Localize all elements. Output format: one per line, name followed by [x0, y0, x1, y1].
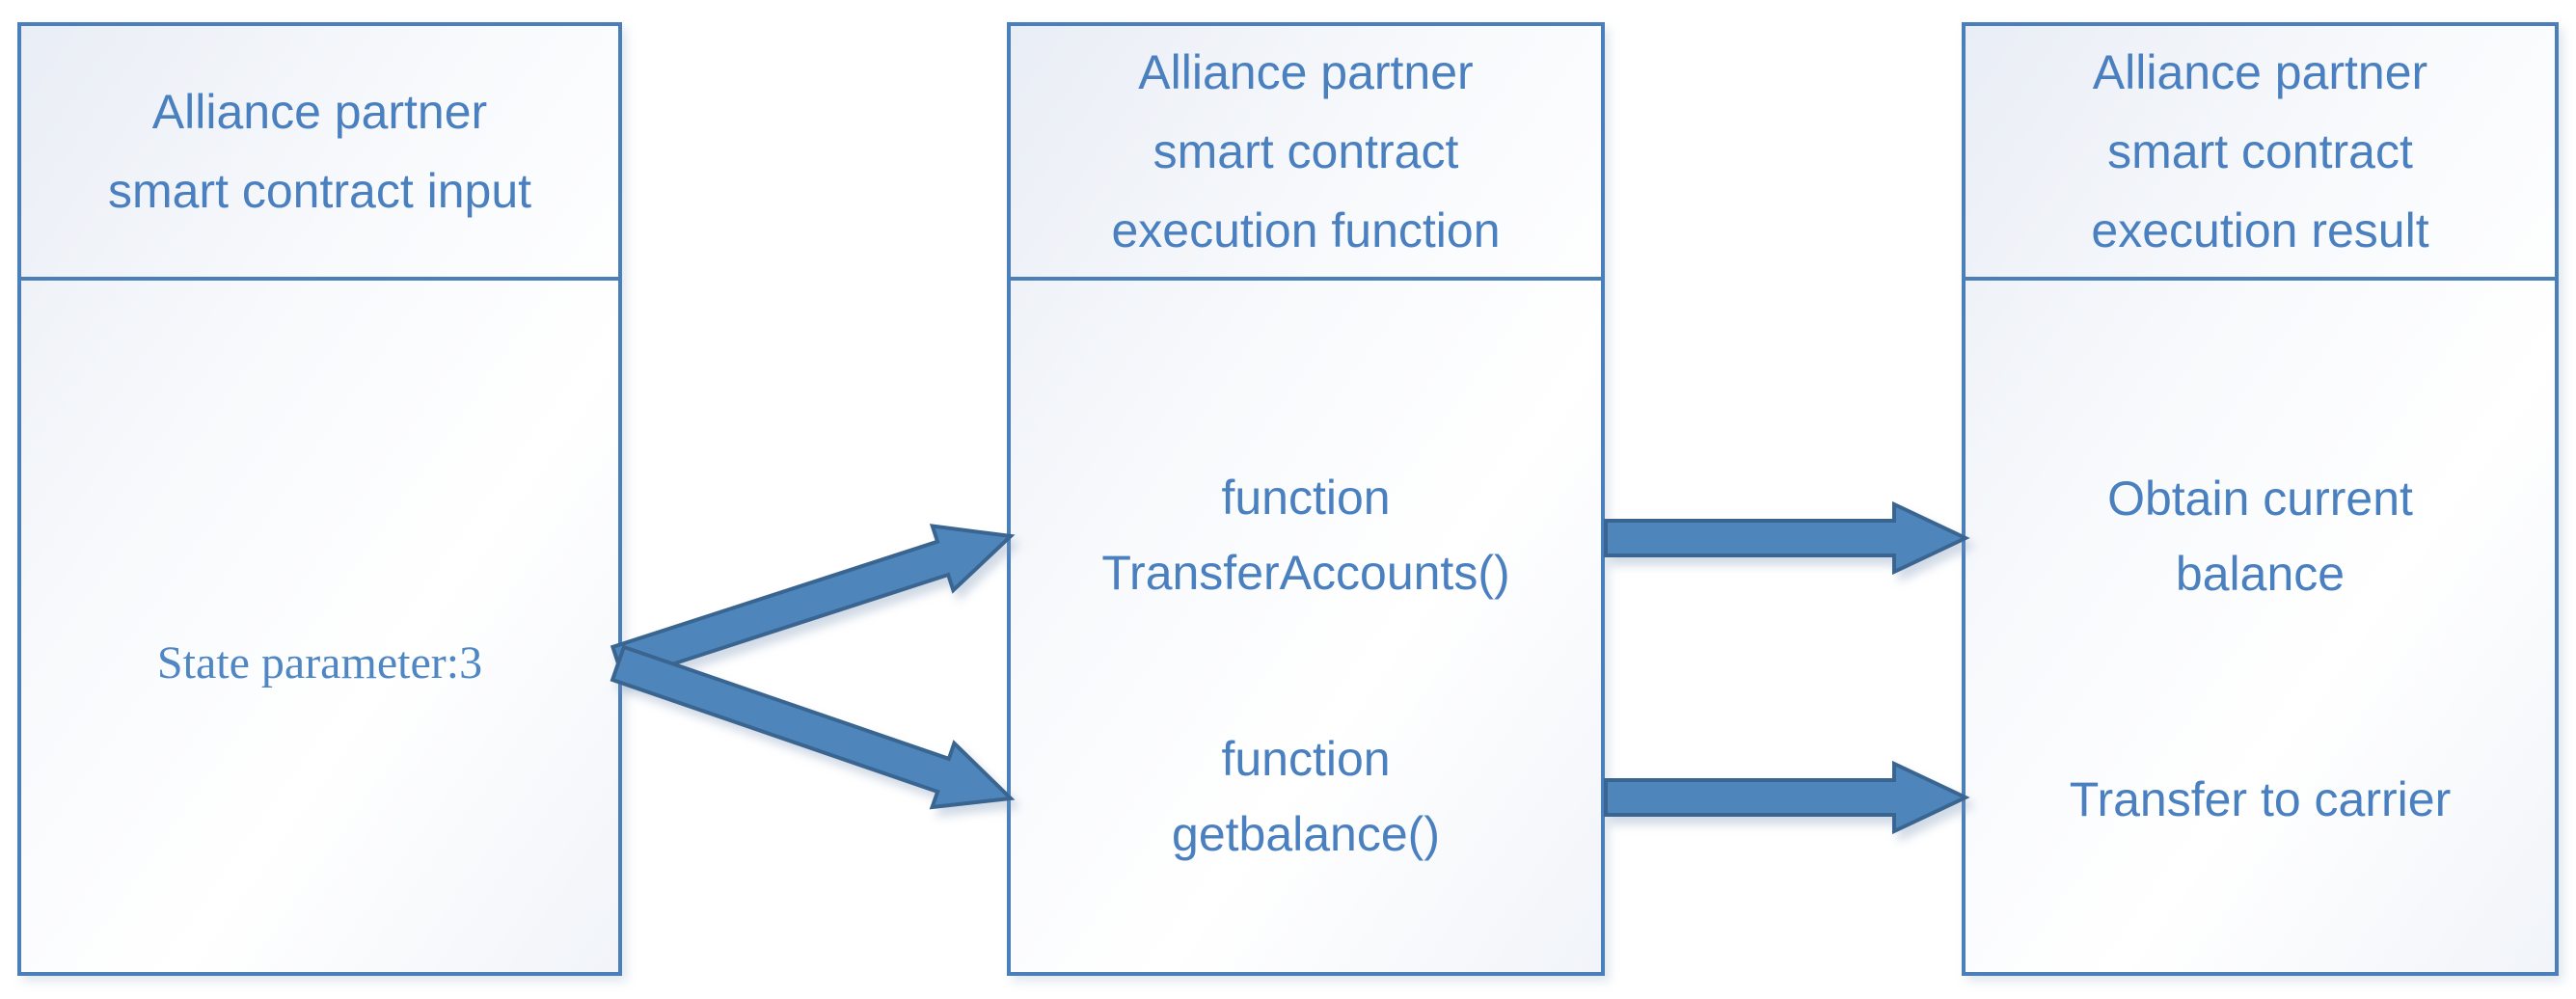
panel-smart-contract-input: Alliance partner smart contract input St…	[17, 22, 622, 976]
function-transfer-accounts-label: function TransferAccounts()	[1101, 471, 1510, 600]
function-getbalance-label: function getbalance()	[1172, 732, 1440, 861]
panel-smart-contract-execution-result-header: Alliance partner smart contract executio…	[1966, 26, 2555, 281]
arrow-state-parameter-to-getbalance	[610, 644, 1016, 810]
panel-smart-contract-execution-result-title: Alliance partner smart contract executio…	[2091, 45, 2429, 257]
panel-smart-contract-execution-result: Alliance partner smart contract executio…	[1962, 22, 2559, 976]
arrow-transfer-accounts-to-obtain-balance	[1604, 500, 1970, 576]
state-parameter-label: State parameter:3	[156, 637, 483, 688]
panel-smart-contract-execution-function-header: Alliance partner smart contract executio…	[1011, 26, 1601, 281]
panel-smart-contract-execution-result-body: Obtain current balance Transfer to carri…	[1966, 281, 2555, 968]
panel-smart-contract-execution-function-title: Alliance partner smart contract executio…	[1111, 45, 1501, 257]
obtain-current-balance-label: Obtain current balance	[2107, 472, 2413, 601]
arrow-getbalance-to-transfer-carrier	[1604, 760, 1970, 835]
arrow-state-parameter-to-transfer-accounts	[610, 524, 1016, 683]
panel-smart-contract-execution-function-body: function TransferAccounts() function get…	[1011, 281, 1601, 968]
panel-smart-contract-execution-function: Alliance partner smart contract executio…	[1007, 22, 1605, 976]
panel-smart-contract-input-title: Alliance partner smart contract input	[107, 85, 532, 218]
panel-smart-contract-input-header: Alliance partner smart contract input	[21, 26, 618, 281]
panel-smart-contract-input-body: State parameter:3	[21, 281, 618, 968]
transfer-to-carrier-label: Transfer to carrier	[2069, 772, 2452, 826]
